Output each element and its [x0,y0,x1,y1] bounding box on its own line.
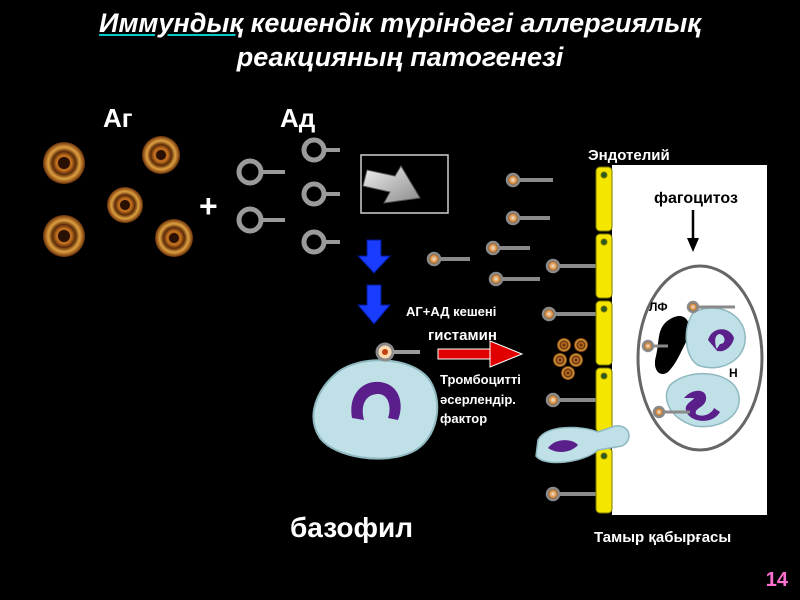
immune-complex [488,271,540,287]
phagocytosis-label: фагоцитоз [654,190,738,207]
n-label: Н [729,366,738,380]
histamine-label: гистамин [428,327,497,344]
complex-label: АГ+АД кешені [406,304,496,319]
migrating-leukocyte [535,425,630,464]
basophil-label: базофил [290,512,413,543]
platelet-factor-label-2: әсерлендір. [440,392,516,407]
lymphocyte-lf [654,316,690,375]
slide-title: Иммундық кешендік түріндегі аллергиялық … [0,6,800,74]
red-arrow-icon [437,340,524,368]
down-arrow-icon [356,239,392,274]
antibody-molecules [236,137,340,255]
page-number: 14 [765,569,788,591]
antigen-particles [43,136,193,257]
immune-complexes [426,172,596,502]
antigen-particle [107,187,143,223]
basophil-cell [312,342,439,460]
endothelium-layer [595,166,613,514]
endothelium-label: Эндотелий [588,147,670,164]
antigen-particle [43,142,85,184]
vessel-wall-label: Тамыр қабырғасы [594,529,731,546]
platelets-cluster [553,338,588,380]
title-word-underlined: Иммундық [99,8,244,38]
phagocyte-bound-complexes [641,300,735,419]
immune-complex [505,210,550,226]
title-line1-rest: кешендік түріндегі аллергиялық [243,8,701,38]
basophil-receptor [375,342,420,362]
platelet-factor-label-3: фактор [440,411,487,426]
platelet-factor-label-1: Тромбоцитті [440,372,521,387]
immune-complex [505,172,553,188]
down-arrow-icon [356,284,392,325]
antigen-particle [142,136,180,174]
antibody-label: Ад [280,103,316,133]
endothelial-cell [595,233,613,299]
antibody-molecule [236,206,285,234]
immune-complex [485,240,530,256]
antibody-molecule [301,181,340,207]
blue-down-arrows [356,239,392,325]
immune-complex [426,251,470,267]
immune-complex [545,486,596,502]
endothelial-cell [595,300,613,366]
antibody-molecule [301,137,340,163]
immune-complex [686,300,735,314]
plus-sign: + [199,188,218,224]
reaction-arrow-box [360,154,449,214]
title-line2: реакцияның патогенезі [236,42,564,72]
endothelial-cell [595,166,613,232]
phagocytosis-arrow-icon [687,210,699,252]
antibody-molecule [301,229,340,255]
immune-complex [545,392,596,408]
immune-complex [545,258,596,274]
neutrophil-cell [685,307,746,369]
antigen-particle [43,215,85,257]
immune-complex [541,306,596,322]
immune-complex [652,405,690,419]
immune-complex [641,339,668,353]
antigen-particle [155,219,193,257]
lf-label: ЛФ [649,300,668,314]
antigen-label: Аг [103,103,133,133]
antibody-molecule [236,158,285,186]
